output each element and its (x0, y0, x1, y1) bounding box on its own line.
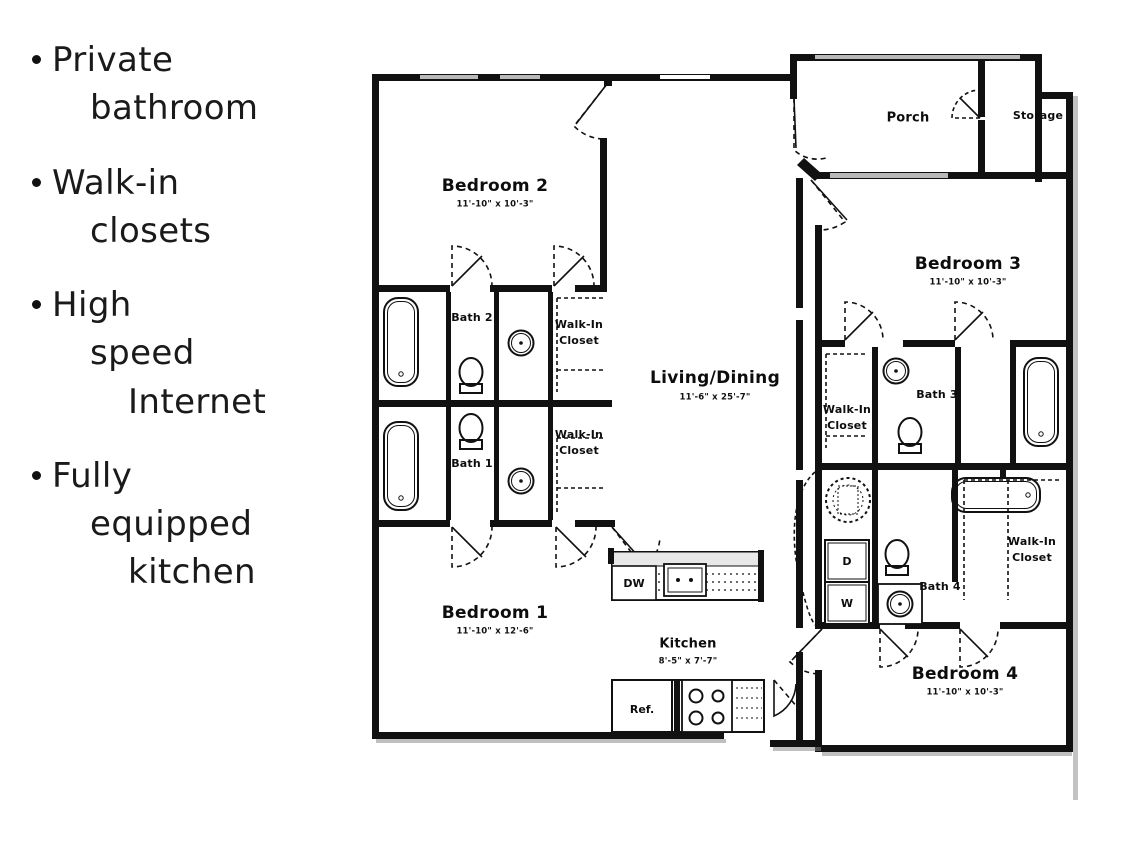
room-label-bedroom2: Bedroom 2 (442, 176, 549, 196)
room-label-bath4: Bath 4 (919, 580, 961, 593)
room-label-closet-b3-line2: Closet (827, 419, 867, 432)
room-label-kitchen: Kitchen (659, 637, 716, 652)
room-dims-living-dining: 11'-6" x 25'-7" (679, 393, 750, 403)
room-label-closet-b4: Walk-In (1008, 535, 1056, 548)
feature-line: High (52, 285, 132, 326)
room-label-closet-b2-line2: Closet (559, 334, 599, 347)
room-label-closet-b2: Walk-In (555, 318, 603, 331)
feature-line: Internet (128, 381, 267, 422)
bathtub-icon (383, 421, 419, 511)
dryer-label: D (842, 555, 851, 568)
toilet-icon (897, 417, 923, 454)
floorplan-diagram: DW Ref. (360, 40, 1120, 830)
room-labels: Bedroom 2 11'-10" x 10'-3" Bath 2 Walk-I… (442, 109, 1063, 698)
room-label-closet-b3: Walk-In (823, 403, 871, 416)
bullet-icon (32, 55, 41, 64)
feature-line: kitchen (128, 552, 256, 593)
list-item: Fully equipped kitchen (26, 452, 356, 597)
room-label-bedroom4: Bedroom 4 (912, 664, 1019, 684)
sink-icon (882, 357, 910, 385)
feature-line: bathroom (90, 88, 259, 129)
room-label-closet-b1: Walk-In (555, 428, 603, 441)
room-label-living-dining: Living/Dining (650, 368, 780, 388)
bullet-icon (32, 177, 41, 187)
room-label-bath1: Bath 1 (451, 457, 493, 470)
bullet-icon (32, 300, 41, 310)
room-dims-bedroom4: 11'-10" x 10'-3" (926, 688, 1003, 698)
toilet-icon (458, 413, 484, 450)
toilet-icon (884, 539, 910, 576)
feature-list: Private bathroom Walk-in closets High sp… (26, 36, 356, 623)
room-label-bedroom1: Bedroom 1 (442, 603, 549, 623)
list-item: High speed Internet (26, 281, 356, 426)
refrigerator-label: Ref. (630, 703, 654, 716)
bathtub-icon (383, 297, 419, 387)
list-item: Walk-in closets (26, 159, 356, 256)
room-label-porch: Porch (887, 111, 930, 126)
feature-line: closets (90, 210, 212, 251)
left-wing-interior (372, 83, 661, 571)
kitchen-fixtures: DW Ref. (608, 548, 799, 733)
room-dims-bedroom1: 11'-10" x 12'-6" (456, 627, 533, 637)
feature-line: Private (52, 40, 174, 80)
sink-icon (507, 467, 535, 495)
bathtub-icon (1023, 357, 1059, 447)
room-label-closet-b4-line2: Closet (1012, 551, 1052, 564)
feature-line: speed (90, 333, 195, 374)
room-label-bedroom3: Bedroom 3 (915, 254, 1022, 274)
bullet-icon (32, 470, 41, 480)
toilet-icon (458, 357, 484, 394)
room-label-bath2: Bath 2 (451, 311, 493, 324)
room-label-storage: Storage (1013, 109, 1063, 122)
room-label-closet-b1-line2: Closet (559, 444, 599, 457)
washer-label: W (841, 597, 853, 610)
list-item: Private bathroom (26, 36, 356, 133)
feature-line: Walk-in (52, 162, 180, 203)
room-dims-bedroom2: 11'-10" x 10'-3" (456, 200, 533, 210)
bathtub-icon (951, 477, 1041, 513)
room-dims-bedroom3: 11'-10" x 10'-3" (929, 278, 1006, 288)
water-heater-icon (825, 477, 871, 523)
room-label-bath3: Bath 3 (916, 388, 958, 401)
right-wing-interior: D W (788, 89, 1060, 675)
dishwasher-label: DW (623, 577, 644, 590)
sink-icon (507, 329, 535, 357)
floorplan-canvas: DW Ref. (372, 54, 1078, 800)
room-dims-kitchen: 8'-5" x 7'-7" (659, 657, 718, 667)
feature-line: Fully (52, 455, 133, 496)
feature-line: equipped (90, 504, 253, 545)
